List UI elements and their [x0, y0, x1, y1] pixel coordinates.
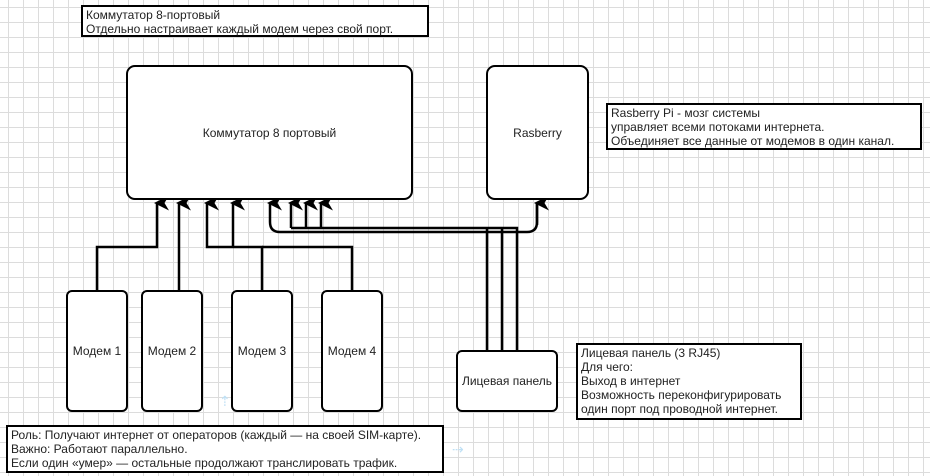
front-panel-note: Лицевая панель (3 RJ45) Для чего: Выход …	[576, 343, 802, 420]
front-panel-note-line: Для чего:	[581, 360, 634, 374]
front-panel-note-line: Лицевая панель (3 RJ45)	[581, 346, 721, 360]
raspberry-note-line: Объединяет все данные от модемов в один …	[611, 134, 895, 148]
wire-modem3-switch-port3	[204, 195, 264, 291]
wire-panel-bus	[291, 226, 519, 350]
switch-node[interactable]: Коммутатор 8 портовый	[126, 65, 413, 200]
switch-note-line: Отдельно настраивает каждый модем через …	[86, 22, 394, 36]
modems-note-line: Роль: Получают интернет от операторов (к…	[11, 428, 422, 442]
modem1-node[interactable]: Модем 1	[66, 290, 128, 412]
wire-raspberry-switch	[267, 195, 539, 234]
switch-note-line: Коммутатор 8-портовый	[86, 8, 221, 22]
modem2-node[interactable]: Модем 2	[141, 290, 203, 412]
front-panel-label: Лицевая панель	[461, 374, 553, 388]
modem4-node[interactable]: Модем 4	[321, 290, 383, 412]
modem3-node[interactable]: Модем 3	[231, 290, 293, 412]
front-panel-note-line: один порт под проводной интернет.	[581, 402, 779, 416]
raspberry-note-line: Rasberry Pi - мозг системы	[611, 106, 760, 120]
modems-note-line: Если один «умер» — остальные продолжают …	[11, 456, 398, 470]
ghost-arrow-right-icon: ⇢	[452, 441, 464, 457]
modems-note: Роль: Получают интернет от операторов (к…	[6, 425, 444, 473]
wire-modem4-switch	[262, 245, 354, 291]
front-panel-note-line: Выход в интернет	[581, 374, 681, 388]
front-panel-node[interactable]: Лицевая панель	[456, 350, 558, 412]
raspberry-note-line: управляет всеми потоками интернета.	[611, 120, 825, 134]
front-panel-note-line: Возможность переконфигурировать	[581, 388, 782, 402]
switch-note: Коммутатор 8-портовый Отдельно настраива…	[81, 5, 429, 37]
modem4-label: Модем 4	[327, 344, 377, 358]
modem2-label: Модем 2	[147, 344, 197, 358]
switch-label: Коммутатор 8 портовый	[202, 125, 337, 140]
raspberry-node[interactable]: Rasberry	[486, 65, 589, 200]
modem1-label: Модем 1	[72, 344, 122, 358]
ghost-arrow-up-icon: ⇡	[219, 393, 231, 409]
modem3-label: Модем 3	[237, 344, 287, 358]
modems-note-line: Важно: Работают параллельно.	[11, 442, 188, 456]
raspberry-note: Rasberry Pi - мозг системы управляет все…	[606, 103, 922, 150]
wire-modem1-switch	[95, 195, 169, 291]
raspberry-label: Rasberry	[513, 125, 562, 140]
